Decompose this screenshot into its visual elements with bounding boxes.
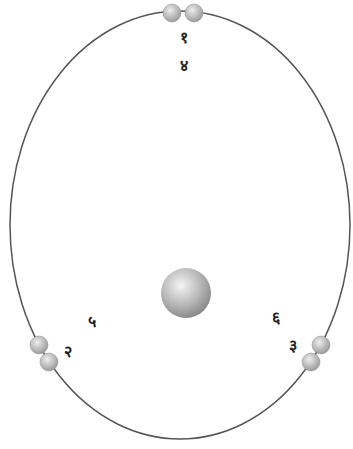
callout-number: १ [180, 30, 188, 46]
callout-number: २ [64, 344, 72, 360]
callout-number: ३ [289, 338, 297, 354]
planet [40, 353, 58, 371]
sun [161, 268, 211, 318]
planet [163, 4, 181, 22]
orbit-ellipse [10, 11, 350, 439]
planet [312, 336, 330, 354]
planet [185, 4, 203, 22]
planet [30, 336, 48, 354]
planet [302, 353, 320, 371]
callout-number: ४ [180, 58, 188, 74]
callout-number: ५ [88, 314, 96, 330]
callout-number: ६ [272, 310, 280, 326]
